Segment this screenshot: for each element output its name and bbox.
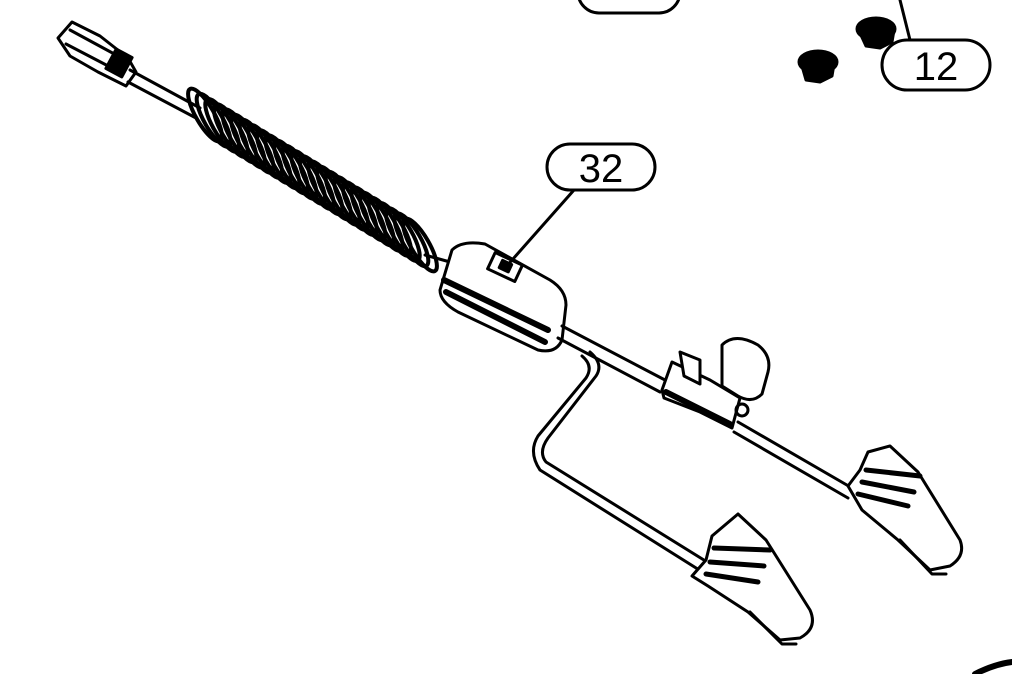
alligator-clamp-right (846, 444, 964, 576)
coil-loop (401, 216, 439, 274)
main-cable (556, 324, 667, 394)
switch-housing (438, 241, 568, 353)
callout-12: 12 (880, 0, 992, 92)
fuse-holder (660, 337, 771, 430)
cable-right (732, 420, 854, 500)
nut-1 (797, 49, 839, 84)
callout-32: 32 (503, 142, 657, 270)
branch-cable (532, 350, 722, 580)
connector-plug (56, 20, 138, 88)
alligator-clamp-left (690, 512, 814, 646)
cable-coil-housing (423, 253, 452, 264)
coiled-cord (186, 86, 439, 274)
svg-text:32: 32 (579, 147, 624, 191)
nut-2 (855, 16, 897, 50)
callout-top-partial (577, 0, 681, 15)
partial-arc-bottom-right (972, 659, 1012, 674)
svg-text:12: 12 (914, 45, 959, 89)
